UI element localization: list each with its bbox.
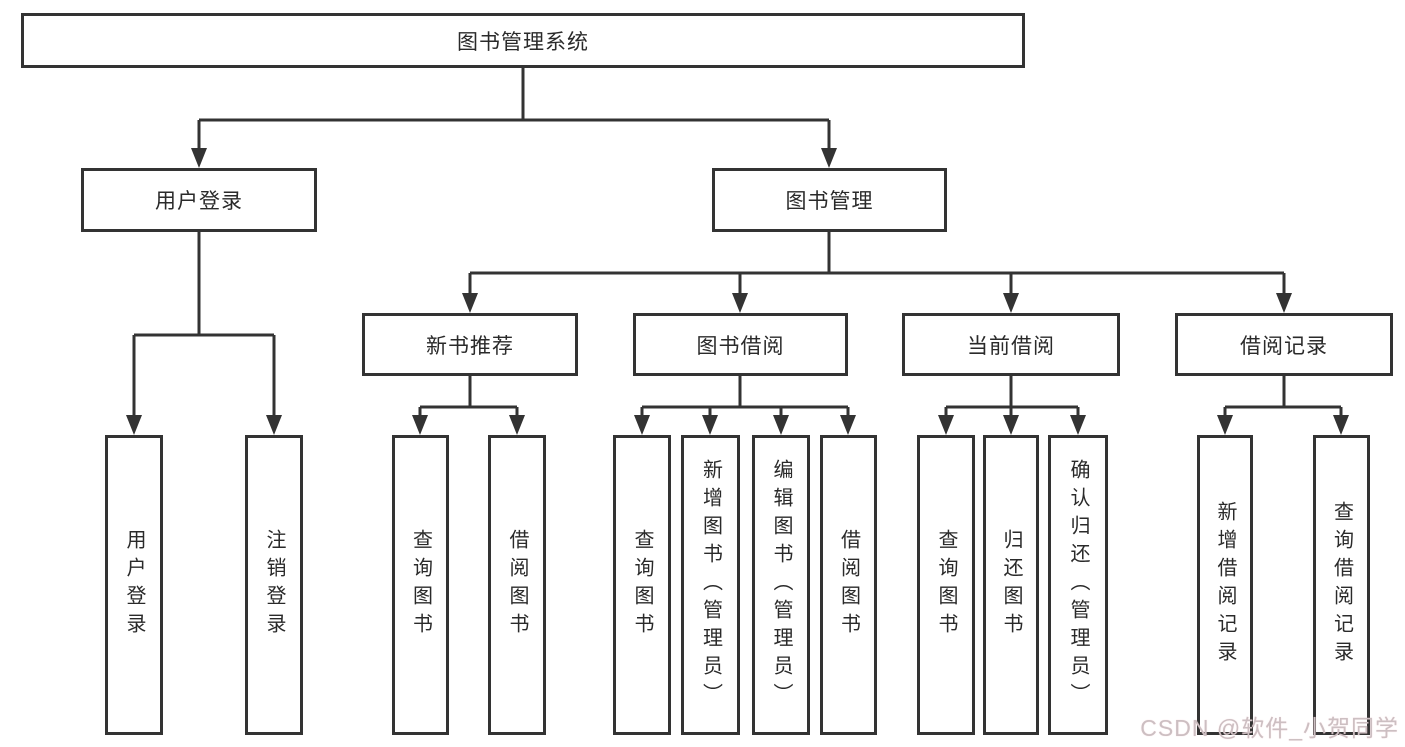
leaf-label: 注销登录 [263,529,285,641]
node-user-login: 用户登录 [81,168,317,232]
node-label: 图书借阅 [696,334,785,358]
leaf-label: 查询图书 [935,529,957,641]
leaf-label: 查询借阅记录 [1330,501,1353,669]
leaf-label: 查询图书 [631,529,653,641]
leaf-label: 借阅图书 [837,529,860,641]
node-borrow-records: 借阅记录 [1175,313,1393,376]
leaf-query-borrow-record: 查询借阅记录 [1313,435,1370,735]
leaf-label: 借阅图书 [506,529,528,641]
node-current-borrow: 当前借阅 [902,313,1120,376]
leaf-label: 编辑图书（管理员） [770,459,792,711]
leaf-label: 查询图书 [409,529,432,641]
leaf-add-borrow-record: 新增借阅记录 [1197,435,1253,735]
node-system-root: 图书管理系统 [21,13,1025,68]
leaf-return-books: 归还图书 [983,435,1039,735]
leaf-query-books-current: 查询图书 [917,435,975,735]
node-label: 当前借阅 [967,334,1055,358]
leaf-query-books-recommend: 查询图书 [392,435,449,735]
node-label: 借阅记录 [1240,334,1328,358]
csdn-watermark: CSDN @软件_小贺同学 [1140,715,1399,741]
leaf-user-login: 用户登录 [105,435,163,735]
leaf-label: 新增图书（管理员） [699,459,722,711]
leaf-confirm-return-admin: 确认归还（管理员） [1048,435,1108,735]
node-book-borrow: 图书借阅 [633,313,848,376]
leaf-edit-books-admin: 编辑图书（管理员） [752,435,810,735]
node-book-management: 图书管理 [712,168,947,232]
leaf-label: 归还图书 [1000,529,1022,641]
node-label: 图书管理 [785,190,874,213]
node-label: 图书管理系统 [457,30,589,54]
leaf-query-books-borrow: 查询图书 [613,435,671,735]
leaf-label: 确认归还（管理员） [1067,459,1089,711]
node-label: 新书推荐 [426,334,514,358]
leaf-borrow-books-recommend: 借阅图书 [488,435,546,735]
leaf-label: 用户登录 [123,529,145,641]
leaf-label: 新增借阅记录 [1214,501,1236,669]
leaf-borrow-books: 借阅图书 [820,435,877,735]
leaf-logout: 注销登录 [245,435,303,735]
leaf-add-books-admin: 新增图书（管理员） [681,435,740,735]
node-new-book-recommend: 新书推荐 [362,313,578,376]
node-label: 用户登录 [155,190,243,213]
